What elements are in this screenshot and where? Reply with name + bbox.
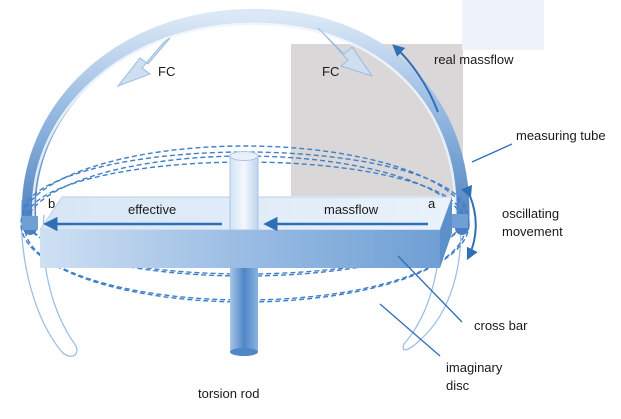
point-b-label: b (48, 196, 55, 211)
central-post (229, 151, 259, 231)
measuring-tube-label: measuring tube (516, 128, 606, 143)
fc-label-left: FC (158, 64, 175, 79)
point-a-label: a (428, 196, 436, 211)
corner-panel (462, 0, 544, 50)
measuring-tube-highlight (31, 22, 457, 223)
fc-arrow-left (116, 37, 171, 88)
torsion-rod (230, 268, 258, 352)
measuring-tube (21, 8, 470, 235)
real-massflow-label: real massflow (434, 52, 514, 67)
fc-arrow-right (317, 27, 374, 77)
massflow-label: massflow (324, 202, 379, 217)
torsion-rod-label: torsion rod (198, 386, 259, 401)
movement-label: movement (502, 224, 563, 239)
imaginary-label: imaginary (446, 360, 503, 375)
effective-label: effective (128, 202, 176, 217)
oscillating-movement-arrow (460, 184, 478, 261)
tube-end-b (22, 216, 38, 230)
oscillating-label: oscillating (502, 206, 559, 221)
leader-lines (379, 143, 513, 357)
fc-label-right: FC (322, 64, 339, 79)
tube-left-leg-outline (20, 199, 78, 357)
tube-right-leg-outline (402, 214, 462, 351)
disc-label: disc (446, 378, 470, 393)
tube-end-a (452, 214, 468, 228)
torsion-rod-end (230, 348, 258, 356)
cross-bar-label: cross bar (474, 318, 528, 333)
real-massflow-arrow (392, 44, 439, 113)
